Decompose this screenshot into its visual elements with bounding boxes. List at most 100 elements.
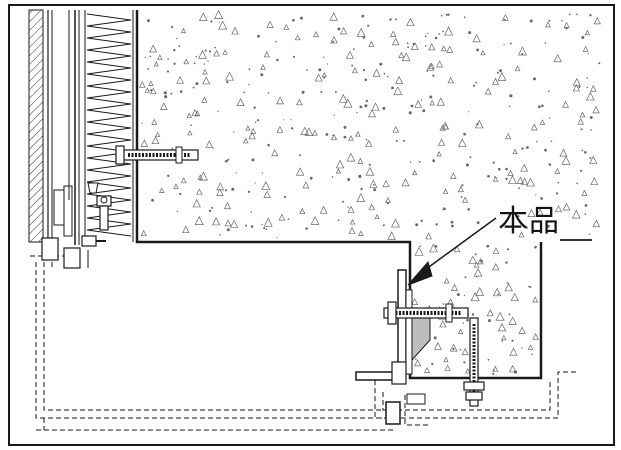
product-callout-label: 本品 — [498, 204, 560, 239]
concrete-speckle — [304, 127, 314, 136]
concrete-speckle — [457, 185, 465, 193]
concrete-speckle — [442, 188, 449, 195]
concrete-speckle — [434, 245, 438, 248]
concrete-speckle — [526, 146, 529, 149]
concrete-speckle — [468, 255, 477, 264]
concrete-speckle — [514, 65, 521, 72]
concrete-speckle — [585, 91, 595, 101]
concrete-slab — [135, 9, 604, 380]
concrete-speckle — [463, 294, 465, 297]
concrete-speckle — [202, 76, 211, 85]
concrete-speckle — [371, 102, 380, 111]
concrete-speckle — [544, 148, 547, 152]
concrete-speckle — [476, 48, 479, 52]
concrete-speckle — [544, 21, 551, 28]
concrete-speckle — [571, 209, 581, 219]
concrete-speckle — [208, 209, 212, 212]
concrete-speckle — [589, 14, 592, 17]
concrete-speckle — [263, 51, 270, 58]
concrete-speckle — [207, 60, 209, 62]
concrete-speckle — [254, 121, 257, 123]
concrete-speckle — [222, 49, 228, 55]
concrete-speckle — [525, 226, 529, 229]
concrete-speckle — [151, 118, 158, 125]
wall-bottom-bracket — [41, 237, 89, 269]
concrete-speckle — [424, 45, 427, 47]
concrete-speckle — [457, 138, 467, 147]
concrete-speckle — [299, 16, 303, 20]
concrete-speckle — [580, 128, 583, 131]
concrete-speckle — [590, 176, 599, 185]
concrete-speckle — [305, 227, 308, 230]
concrete-speckle — [387, 231, 396, 240]
concrete-speckle — [561, 19, 563, 22]
concrete-speckle — [438, 33, 441, 35]
concrete-speckle — [476, 221, 480, 225]
concrete-speckle — [576, 182, 579, 185]
concrete-speckle — [287, 218, 290, 221]
concrete-speckle — [414, 246, 424, 256]
concrete-speckle — [313, 31, 320, 38]
bottom-fittings — [385, 361, 426, 425]
concrete-speckle — [499, 69, 502, 73]
concrete-speckle — [469, 156, 472, 159]
concrete-speckle — [271, 148, 279, 157]
concrete-speckle — [358, 230, 364, 236]
concrete-speckle — [248, 131, 256, 140]
concrete-speckle — [351, 67, 359, 74]
concrete-speckle — [170, 92, 173, 95]
concrete-speckle — [589, 84, 597, 92]
concrete-speckle — [509, 347, 518, 356]
concrete-speckle — [492, 262, 500, 271]
concrete-speckle — [292, 55, 296, 58]
concrete-speckle — [343, 135, 347, 139]
concrete-speckle — [429, 95, 433, 99]
concrete-speckle — [243, 137, 249, 144]
concrete-speckle — [464, 276, 467, 279]
concrete-speckle — [463, 16, 466, 19]
concrete-speckle — [420, 219, 423, 222]
concrete-speckle — [540, 197, 543, 200]
concrete-speckle — [508, 316, 517, 325]
concrete-speckle — [391, 218, 401, 228]
concrete-speckle — [414, 359, 422, 367]
concrete-speckle — [487, 358, 490, 361]
concrete-speckle — [319, 205, 328, 214]
concrete-speckle — [178, 45, 181, 48]
concrete-speckle — [510, 292, 519, 301]
lower-anchor-bolt — [383, 301, 469, 325]
concrete-speckle — [218, 21, 220, 23]
concrete-speckle — [425, 232, 433, 240]
concrete-speckle — [261, 172, 264, 174]
concrete-speckle — [167, 58, 169, 60]
concrete-speckle — [389, 30, 397, 37]
concrete-speckle — [186, 112, 192, 119]
concrete-speckle — [586, 77, 589, 79]
concrete-speckle — [373, 188, 377, 192]
concrete-speckle — [203, 63, 205, 65]
concrete-speckle — [369, 179, 378, 188]
concrete-speckle — [348, 134, 354, 141]
concrete-speckle — [505, 132, 512, 140]
concrete-speckle — [422, 109, 426, 113]
concrete-speckle — [325, 133, 329, 136]
concrete-speckle — [225, 71, 235, 81]
concrete-speckle — [205, 140, 213, 148]
concrete-speckle — [447, 76, 454, 84]
concrete-speckle — [195, 82, 199, 86]
concrete-speckle — [440, 14, 443, 17]
concrete-speckle — [434, 342, 442, 350]
concrete-speckle — [196, 188, 203, 195]
concrete-speckle — [345, 50, 354, 59]
concrete-speckle — [447, 13, 450, 16]
concrete-speckle — [492, 247, 500, 254]
concrete-speckle — [429, 99, 435, 106]
concrete-speckle — [473, 261, 480, 268]
concrete-speckle — [213, 49, 220, 57]
drawing-border — [8, 4, 615, 446]
concrete-speckle — [474, 253, 477, 256]
concrete-speckle — [211, 216, 221, 226]
concrete-speckle — [224, 219, 232, 227]
concrete-speckle — [452, 347, 455, 351]
concrete-speckle — [471, 313, 475, 316]
